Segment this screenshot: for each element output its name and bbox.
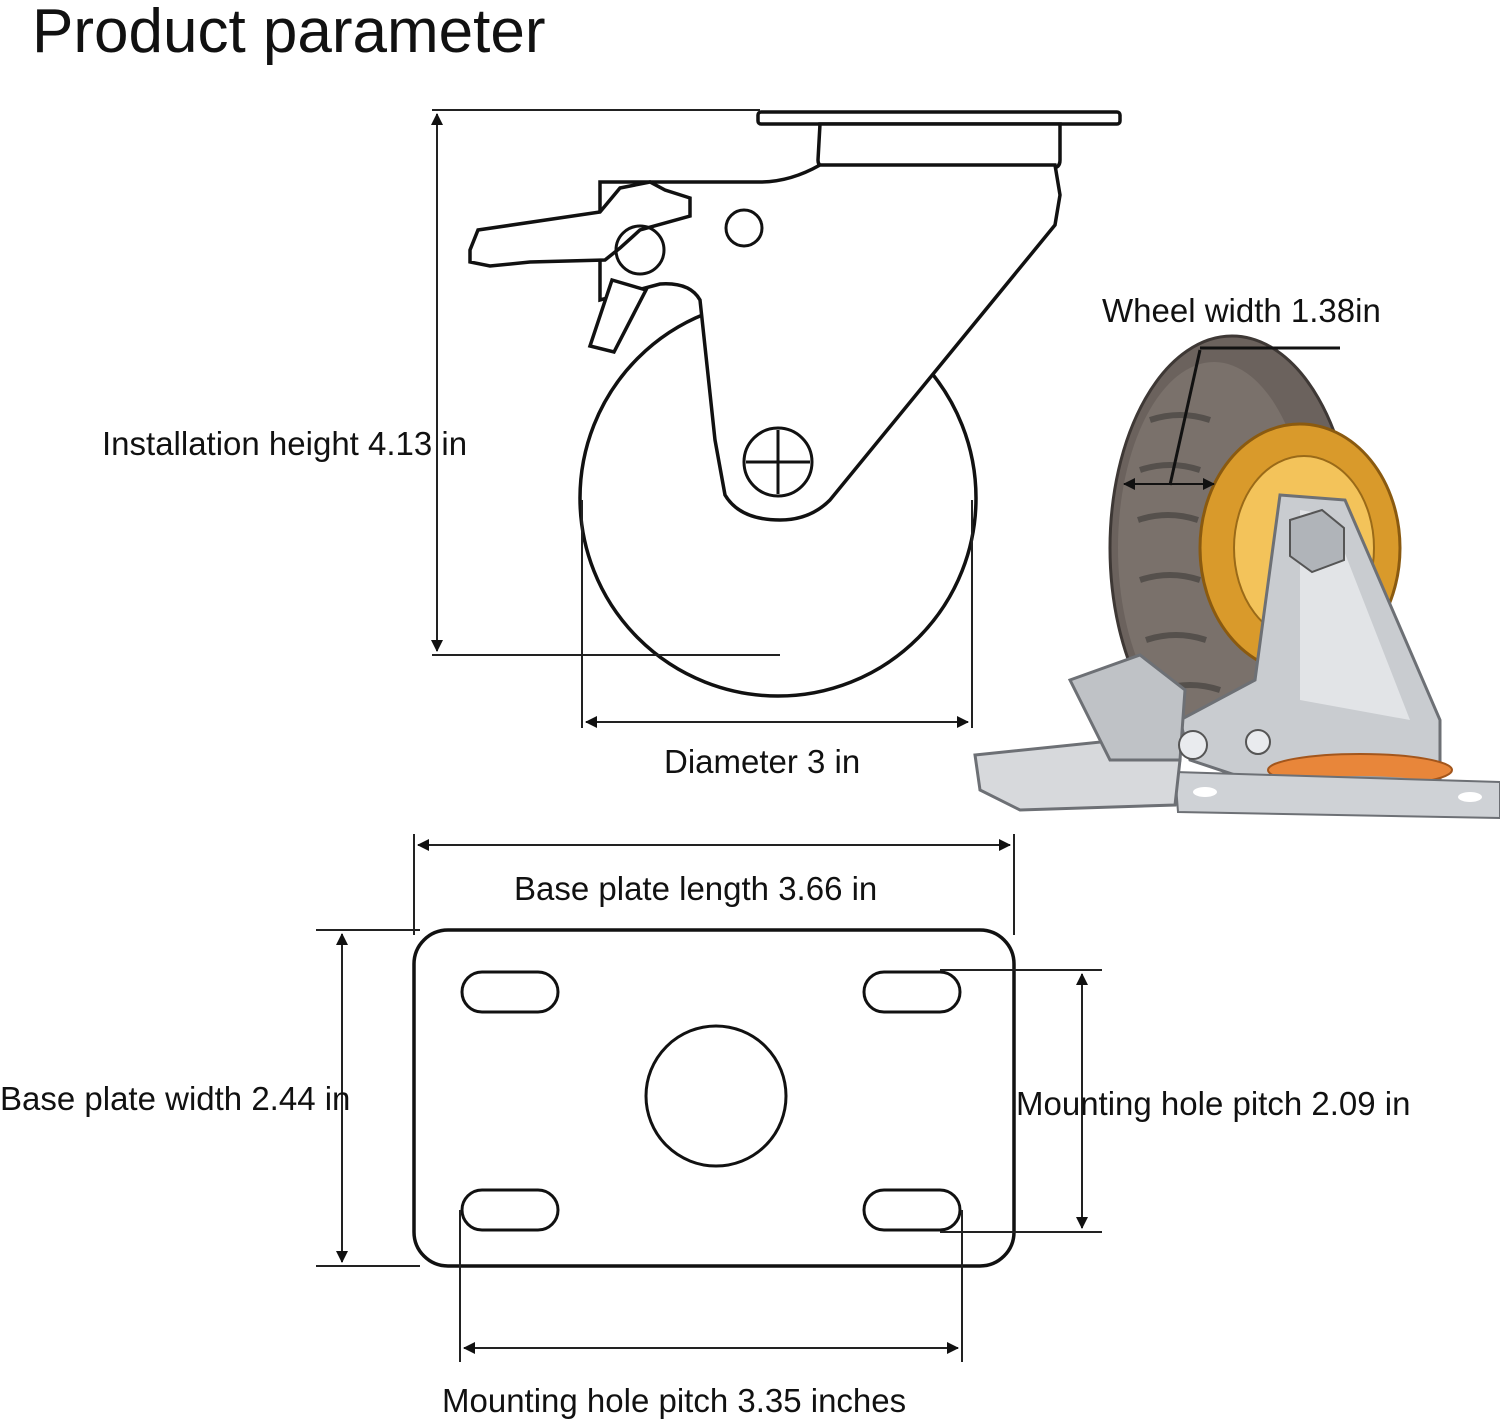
base-plate-width-dimension: Base plate width 2.44 in [0,929,420,1267]
installation-height-dimension: Installation height 4.13 in [102,109,780,656]
mounting-hole-pitch-vertical-dimension: Mounting hole pitch 2.09 in [940,969,1410,1233]
top-plate [756,110,1122,126]
fork-bracket [598,163,1062,522]
mounting-hole-pitch-vertical-label: Mounting hole pitch 2.09 in [1016,1085,1410,1122]
mounting-slot-bottom-left [460,1188,560,1232]
axle-hole [742,426,814,498]
diameter-dimension: Diameter 3 in [581,500,973,780]
caster-side-view [468,110,1122,698]
brake-lever [468,180,692,268]
page-title: Product parameter [32,0,545,66]
mounting-hole-pitch-horizontal-label: Mounting hole pitch 3.35 inches [442,1382,906,1419]
mounting-slot-top-right [862,970,962,1014]
wheel-width-label: Wheel width 1.38in [1102,292,1381,329]
base-plate-length-label: Base plate length 3.66 in [514,870,877,907]
brake-pad [587,277,649,355]
diameter-label: Diameter 3 in [664,743,860,780]
base-plate-view [412,928,1016,1268]
mounting-plate [1173,770,1500,820]
swivel-bearing [816,122,1062,170]
base-plate [412,928,1016,1268]
mounting-slot-top-left [460,970,560,1014]
axle-bolt [1289,508,1345,574]
base-plate-width-label: Base plate width 2.44 in [0,1080,350,1117]
installation-height-label: Installation height 4.13 in [102,425,467,462]
rivet-hole [724,208,764,248]
brake-pivot [614,224,666,276]
mounting-hole-pitch-horizontal-dimension: Mounting hole pitch 3.35 inches [442,1210,963,1419]
base-plate-length-dimension: Base plate length 3.66 in [413,834,1015,935]
center-hole [644,1024,788,1168]
caster-photo [973,334,1500,820]
mounting-slot-bottom-right [862,1188,962,1232]
